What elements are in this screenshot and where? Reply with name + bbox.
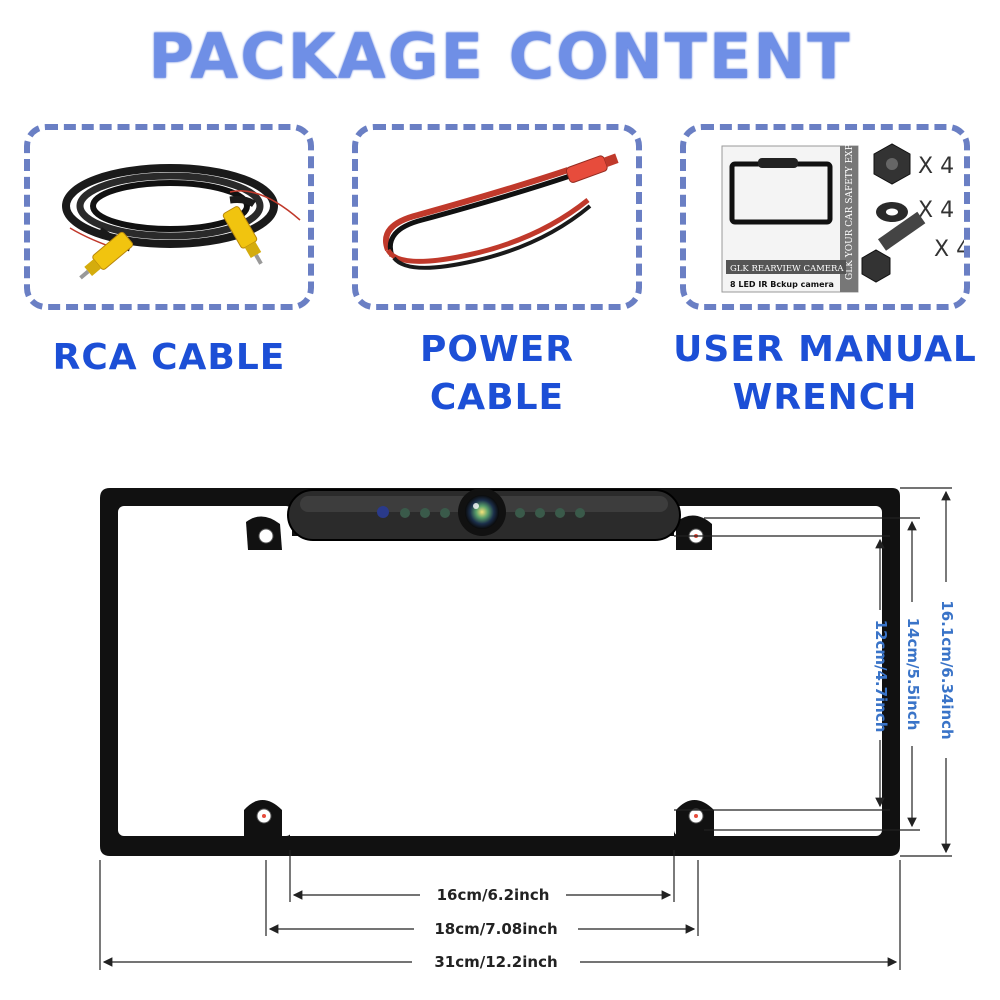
total-width-label: 31cm/12.2inch [434, 953, 557, 971]
rca-cable-caption: RCA CABLE [52, 337, 286, 378]
rca-cable-image [62, 164, 301, 280]
nut-qty: X 4 [918, 154, 954, 179]
height-dimension-lines [674, 487, 952, 857]
inner-width-label: 16cm/6.2inch [437, 886, 550, 904]
power-cable-image [383, 153, 619, 270]
license-plate-frame-diagram: 16cm/6.2inch 18cm/7.08inch 31cm/12.2inch… [99, 487, 956, 971]
manual-label: GLK REARVIEW CAMERA [730, 264, 844, 274]
plate-frame [100, 488, 900, 856]
manual-hardware-box: GLK YOUR CAR SAFETY EXPERT GLK REARVIEW … [680, 124, 970, 310]
inner-height-label: 12cm/4.7inch [872, 620, 890, 733]
total-height-label: 16.1cm/6.34inch [938, 600, 956, 739]
manual-caption-line1: USER MANUAL [673, 329, 977, 370]
manual-sub-label: 8 LED IR Bckup camera [730, 280, 834, 289]
bolt-qty: X 4 [934, 237, 964, 262]
power-cable-caption: POWER CABLE [352, 326, 642, 422]
camera-bar [287, 488, 681, 541]
camera-lens-icon [465, 495, 499, 529]
hole-height-label: 14cm/5.5inch [904, 618, 922, 731]
manual-side-text: GLK YOUR CAR SAFETY EXPERT [845, 130, 855, 280]
hole-width-label: 18cm/7.08inch [434, 920, 557, 938]
manual-caption: USER MANUAL WRENCH [650, 326, 1000, 422]
manual-hardware-image: GLK YOUR CAR SAFETY EXPERT GLK REARVIEW … [721, 130, 964, 293]
page-title: PACKAGE CONTENT [148, 20, 852, 93]
manual-caption-line2: WRENCH [732, 377, 918, 418]
washer-icon [876, 202, 908, 222]
rca-cable-box [24, 124, 314, 310]
bolt-icon [861, 211, 926, 283]
power-cable-box [352, 124, 642, 310]
washer-qty: X 4 [918, 198, 954, 223]
power-caption-line1: POWER [419, 329, 574, 370]
user-manual-image: GLK YOUR CAR SAFETY EXPERT GLK REARVIEW … [721, 130, 859, 293]
nut-icon [873, 143, 911, 185]
width-dimension-lines [99, 850, 901, 970]
power-caption-line2: CABLE [429, 377, 565, 418]
